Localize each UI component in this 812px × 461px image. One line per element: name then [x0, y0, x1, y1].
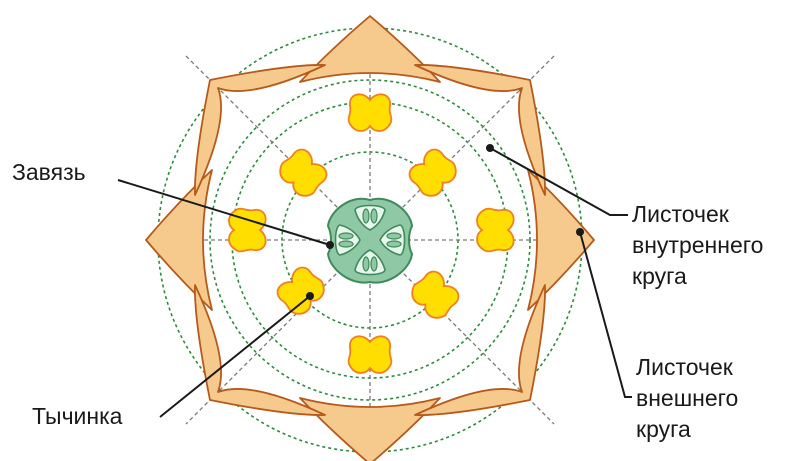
- label-inner-petal-line-3: круга: [632, 263, 687, 289]
- ovule: [339, 233, 353, 239]
- ovule: [371, 209, 377, 223]
- label-inner-petal-line-1: Листочек: [632, 201, 730, 227]
- ovule: [363, 257, 369, 271]
- ovule: [387, 241, 401, 247]
- dot-inner-petal: [486, 144, 494, 152]
- dot-stamen: [306, 292, 314, 300]
- stamen: [273, 263, 329, 319]
- leader-outer-petal: [580, 232, 632, 397]
- label-inner-petal-line-2: внутреннего: [632, 232, 763, 258]
- stamen: [349, 94, 392, 131]
- label-outer-petal-line-2: внешнего: [636, 385, 738, 411]
- label-outer-petal: Листочек внешнего круга: [636, 354, 738, 442]
- label-ovary: Завязь: [12, 159, 86, 185]
- stamen: [275, 145, 331, 201]
- label-outer-petal-line-3: круга: [636, 416, 691, 442]
- outer-petal: [528, 170, 594, 310]
- stamen: [349, 336, 392, 373]
- stamen: [477, 209, 514, 252]
- ovary: [328, 199, 412, 283]
- label-inner-petal: Листочек внутреннего круга: [632, 201, 763, 289]
- dot-outer-petal: [576, 228, 584, 236]
- label-stamen: Тычинка: [32, 403, 123, 429]
- dot-ovary: [326, 241, 334, 249]
- ovule: [371, 257, 377, 271]
- ovule: [339, 241, 353, 247]
- outer-petal: [300, 398, 440, 461]
- ovule: [387, 233, 401, 239]
- outer-petal: [300, 16, 440, 82]
- ovule: [363, 209, 369, 223]
- label-outer-petal-line-1: Листочек: [636, 354, 734, 380]
- stamen: [405, 145, 461, 201]
